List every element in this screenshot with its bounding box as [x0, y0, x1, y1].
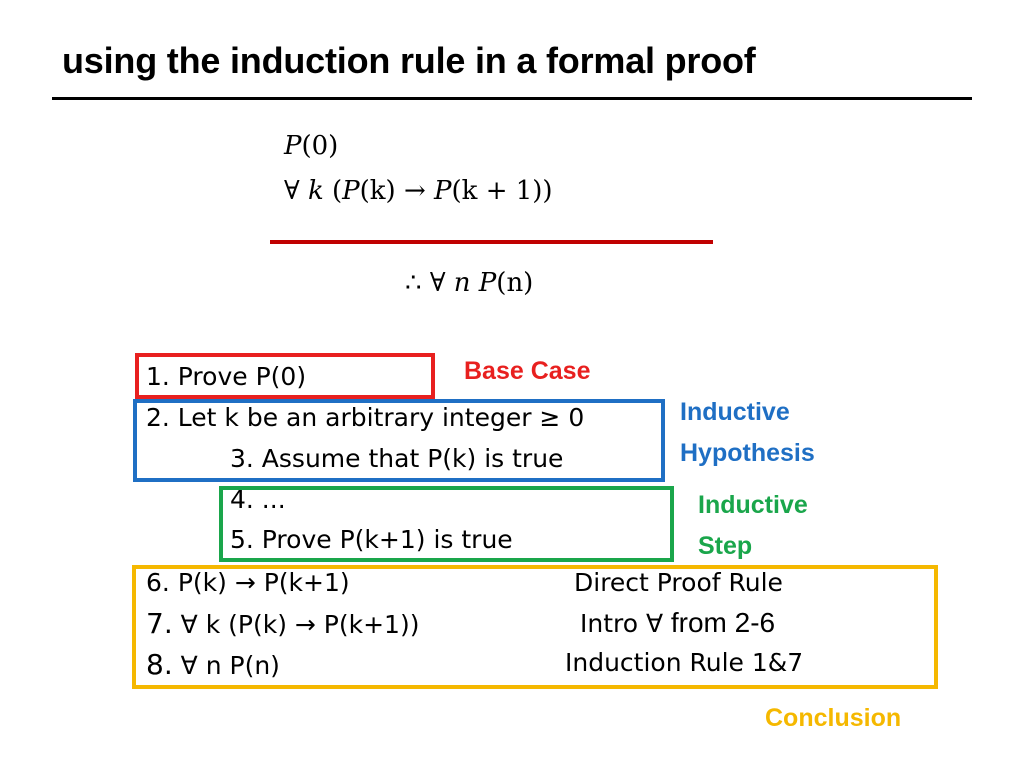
premise-step-open: (	[323, 176, 343, 206]
proof-step-8-text: ∀ n P(n)	[180, 651, 280, 680]
inductive-step-box	[219, 486, 674, 562]
premise-base: P(0)	[284, 131, 338, 161]
proof-step-1: 1. Prove P(0)	[146, 362, 307, 391]
conclusion-var: n	[453, 268, 471, 298]
base-case-box	[135, 353, 435, 399]
inductive-step-label-line1: Inductive	[698, 491, 808, 519]
premise-step-p1-arg: (k)	[359, 176, 396, 206]
base-case-label: Base Case	[464, 357, 591, 385]
inductive-hypothesis-label-line1: Inductive	[680, 398, 790, 426]
forall-symbol: ∀	[429, 268, 446, 298]
proof-step-7-text: ∀ k (P(k) → P(k+1))	[180, 610, 420, 639]
proof-step-7-just-intro: Intro ∀	[580, 609, 664, 638]
premise-step-p2: P	[434, 176, 452, 206]
premise-base-predicate: P	[284, 131, 302, 161]
conclusion-predicate: P	[478, 268, 497, 298]
proof-step-4: 4. ...	[230, 485, 286, 514]
inference-line	[270, 240, 713, 244]
proof-step-7: 7. ∀ k (P(k) → P(k+1))	[146, 607, 419, 640]
rule-conclusion: ∴ ∀ n P(n)	[405, 268, 533, 298]
proof-step-6-number: 6.	[146, 568, 170, 597]
conclusion-box	[132, 565, 938, 689]
slide-title: using the induction rule in a formal pro…	[62, 40, 756, 81]
premise-step: ∀ k (P(k) → P(k + 1))	[284, 176, 553, 206]
inductive-hypothesis-box	[133, 399, 665, 482]
proof-step-7-justification: Intro ∀ from 2-6	[580, 607, 775, 639]
inductive-step-label-line2: Step	[698, 532, 753, 560]
conclusion-label: Conclusion	[765, 704, 902, 732]
proof-step-8-number: 8.	[146, 648, 173, 681]
proof-step-6-text: P(k) → P(k+1)	[177, 568, 350, 597]
premise-base-arg: (0)	[301, 131, 339, 161]
proof-step-8: 8. ∀ n P(n)	[146, 648, 280, 681]
implies-arrow: →	[395, 176, 435, 206]
proof-step-5: 5. Prove P(k+1) is true	[230, 525, 513, 554]
premise-step-p2-arg: (k + 1))	[451, 176, 553, 206]
proof-step-7-just-range: from 2-6	[663, 607, 776, 638]
premise-step-var: k	[307, 176, 324, 206]
proof-step-7-number: 7.	[146, 607, 173, 640]
forall-symbol: ∀	[284, 176, 300, 206]
proof-step-6-justification: Direct Proof Rule	[574, 568, 783, 597]
proof-step-8-justification: Induction Rule 1&7	[565, 648, 804, 677]
proof-step-6: 6. P(k) → P(k+1)	[146, 568, 350, 597]
proof-step-3: 3. Assume that P(k) is true	[230, 444, 564, 473]
inductive-hypothesis-label-line2: Hypothesis	[680, 439, 815, 467]
therefore-symbol: ∴	[405, 268, 422, 298]
premise-step-p1: P	[342, 176, 360, 206]
title-underline	[52, 97, 972, 100]
proof-step-2: 2. Let k be an arbitrary integer ≥ 0	[146, 403, 585, 432]
conclusion-arg: (n)	[496, 268, 534, 298]
